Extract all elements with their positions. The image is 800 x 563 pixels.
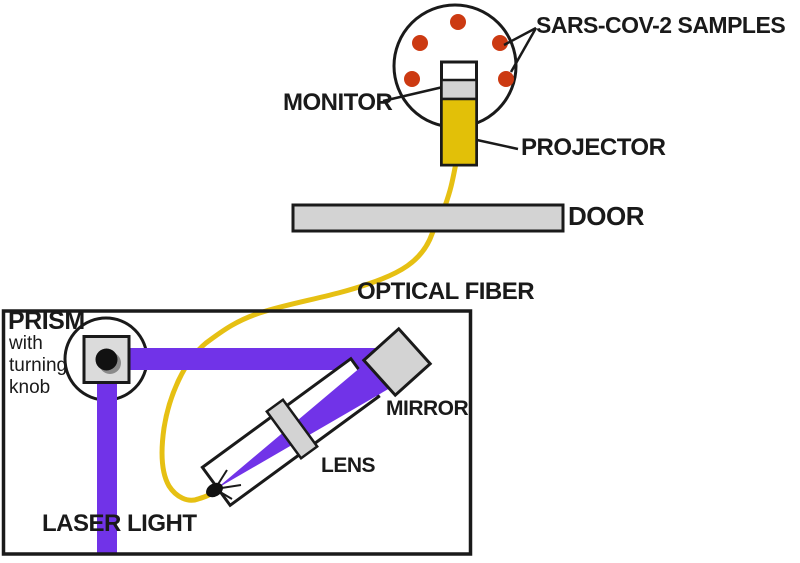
- samples-pointer-line-2: [509, 27, 538, 73]
- sample-dot-4: [404, 71, 420, 87]
- prism-sub-knob: knob: [9, 377, 51, 398]
- sample-dot-3: [492, 35, 508, 51]
- laser-light-label: LASER LIGHT: [42, 510, 197, 537]
- lens-element: [265, 397, 319, 461]
- turning-knob: [95, 348, 118, 371]
- samples-pointer-line-1: [503, 26, 537, 47]
- monitor-label: MONITOR: [283, 89, 393, 116]
- sample-dot-2: [412, 35, 428, 51]
- focal-point-dot: [206, 482, 223, 498]
- monitor-screen: [440, 78, 478, 101]
- samples-label: SARS-COV-2 SAMPLES: [536, 12, 786, 38]
- lens-label: LENS: [321, 454, 376, 477]
- prism-sub-turning: turning: [9, 355, 68, 376]
- beam-cone: [216, 356, 397, 489]
- sample-dot-5: [498, 71, 514, 87]
- projector-pointer-line: [476, 138, 519, 151]
- sample-dot-1: [450, 14, 466, 30]
- projector-label: PROJECTOR: [521, 134, 666, 161]
- enclosure-box: [1, 309, 473, 556]
- mirror-label: MIRROR: [386, 397, 469, 420]
- door-bar: [291, 203, 565, 233]
- door-label: DOOR: [568, 201, 645, 231]
- optical-fiber-label: OPTICAL FIBER: [357, 278, 535, 305]
- monitor-pointer-line: [382, 85, 444, 103]
- prism-label: PRISM: [8, 307, 85, 335]
- laser-beam-vertical: [97, 377, 117, 554]
- projector-fill: [440, 97, 478, 167]
- mirror-square: [361, 326, 433, 398]
- laser-beam-horizontal: [124, 348, 378, 370]
- prism-sub-with: with: [9, 333, 43, 354]
